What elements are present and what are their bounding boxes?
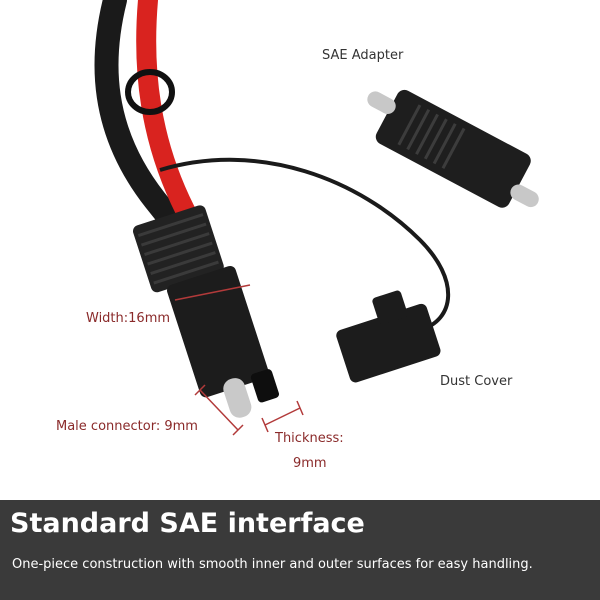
caption-banner: Standard SAE interface One-piece constru… [0, 500, 600, 600]
banner-title: Standard SAE interface [10, 508, 365, 539]
dust-cover-label: Dust Cover [440, 374, 513, 389]
thickness-label: Thickness: [275, 431, 344, 446]
dust-cover-lead [159, 157, 451, 332]
male-connector-dimension [199, 389, 239, 431]
male-connector-label: Male connector: 9mm [56, 419, 198, 434]
banner-subtitle: One-piece construction with smooth inner… [12, 557, 533, 572]
sae-adapter-label: SAE Adapter [322, 48, 404, 63]
dust-cover [336, 290, 441, 383]
black-cable [94, 0, 187, 237]
width-label: Width:16mm [86, 311, 171, 326]
sae-adapter [367, 89, 539, 208]
product-photo: SAE Adapter Width:16mm Dust Cover Male c… [56, 0, 539, 471]
male-connector [132, 205, 280, 418]
cable-tie [125, 69, 175, 115]
thickness-value: 9mm [293, 456, 327, 471]
thickness-dimension [264, 407, 301, 426]
sae-cable-illustration [94, 0, 539, 436]
width-dimension [174, 284, 251, 301]
